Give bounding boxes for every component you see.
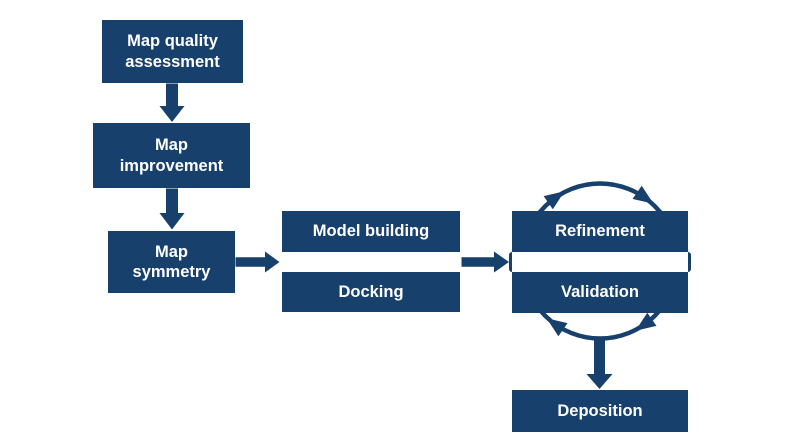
refinement-validation-connector: [509, 252, 691, 272]
arrow-map-improvement-to-map-symmetry-icon: [159, 188, 185, 230]
node-docking: Docking: [282, 272, 460, 312]
cycle-arrowhead-icon: [635, 312, 657, 331]
cycle-arrowhead-icon: [632, 185, 654, 204]
arrow-map-symmetry-to-model-building-icon: [235, 251, 280, 273]
node-refinement: Refinement: [512, 211, 688, 252]
node-model-building: Model building: [282, 211, 460, 252]
arrow-map-quality-to-map-improvement-icon: [159, 83, 185, 122]
arrow-cycle-to-deposition-icon: [586, 340, 613, 389]
node-map-quality-assessment: Map quality assessment: [102, 20, 243, 83]
cycle-arrowhead-icon: [546, 318, 568, 337]
cycle-arrowhead-icon: [543, 191, 565, 210]
node-map-improvement: Map improvement: [93, 123, 250, 188]
node-deposition: Deposition: [512, 390, 688, 432]
arrow-model-building-to-refinement-icon: [461, 251, 509, 273]
node-map-symmetry: Map symmetry: [108, 231, 235, 293]
node-validation: Validation: [512, 272, 688, 313]
